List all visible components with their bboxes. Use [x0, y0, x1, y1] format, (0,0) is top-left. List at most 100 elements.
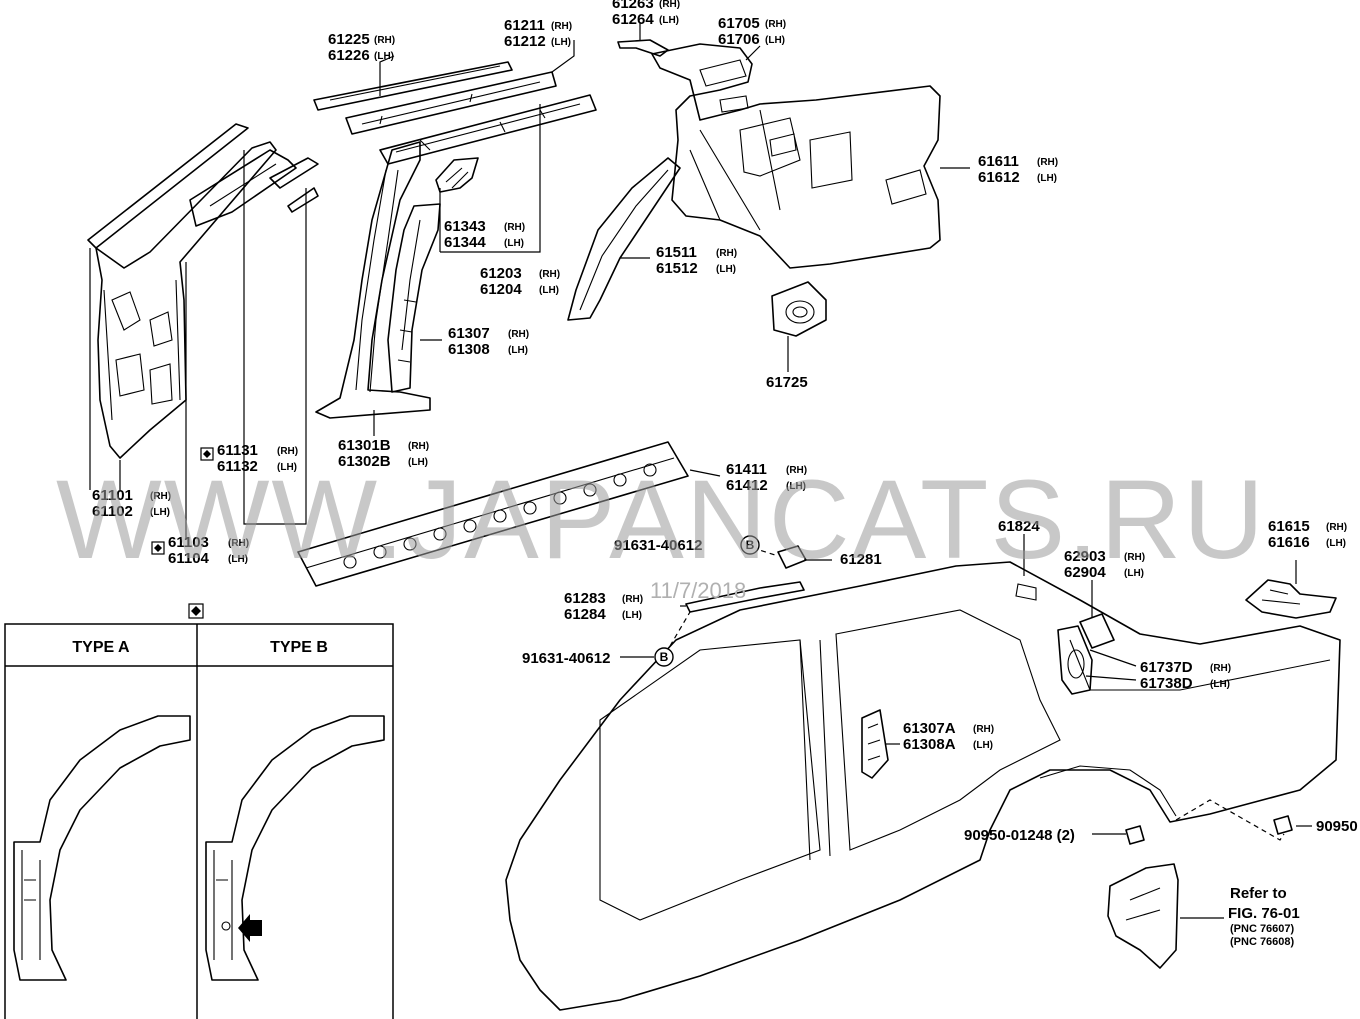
svg-text:(LH): (LH)	[408, 457, 428, 468]
svg-text:(LH): (LH)	[504, 238, 524, 249]
svg-text:(LH): (LH)	[508, 345, 528, 356]
diamond-markers	[151, 447, 214, 555]
label-61211[interactable]: 61211 (RH) 61212 (LH)	[504, 17, 572, 50]
svg-text:(RH): (RH)	[765, 19, 786, 30]
svg-text:61264: 61264	[612, 11, 654, 28]
circled-b-markers: B B	[654, 535, 760, 667]
rocker-61411-drawing	[297, 441, 689, 587]
svg-text:61263: 61263	[612, 0, 654, 12]
svg-text:62903: 62903	[1064, 548, 1106, 565]
svg-text:(LH): (LH)	[551, 37, 571, 48]
svg-text:61411: 61411	[726, 461, 767, 478]
svg-text:61301B: 61301B	[338, 437, 391, 454]
svg-text:61725: 61725	[766, 374, 808, 391]
fuel-lid-62903-drawing	[1079, 613, 1115, 649]
label-61103[interactable]: 61103 (RH) 61104 (LH)	[168, 534, 249, 567]
fuel-opening-61737d-drawing	[1057, 625, 1093, 695]
svg-text:(RH): (RH)	[973, 724, 994, 735]
label-bolt-91631-upper[interactable]: 91631-40612	[614, 537, 702, 554]
svg-text:90950: 90950	[1316, 818, 1358, 835]
label-61307a[interactable]: 61307A (RH) 61308A (LH)	[903, 720, 994, 753]
svg-text:(LH): (LH)	[228, 554, 248, 565]
label-61307[interactable]: 61307 (RH) 61308 (LH)	[448, 325, 529, 358]
label-61301b[interactable]: 61301B (RH) 61302B (LH)	[338, 437, 429, 470]
label-61225[interactable]: 61225 (RH) 61226 (LH)	[328, 31, 395, 64]
watermark-text: WWW.JAPANCATS.RU	[56, 457, 1266, 582]
svg-text:(LH): (LH)	[374, 51, 394, 62]
label-61705[interactable]: 61705 (RH) 61706 (LH)	[718, 15, 786, 48]
svg-text:61104: 61104	[168, 550, 210, 567]
label-bolt-91631-lower[interactable]: 91631-40612	[522, 650, 654, 667]
roof-rail-61211-drawing	[345, 71, 557, 135]
svg-text:61615: 61615	[1268, 518, 1310, 535]
svg-text:61308: 61308	[448, 341, 490, 358]
roof-side-inner-61203-drawing	[379, 94, 597, 165]
svg-text:(LH): (LH)	[277, 462, 297, 473]
svg-text:61616: 61616	[1268, 534, 1310, 551]
svg-text:(RH): (RH)	[508, 329, 529, 340]
label-61101[interactable]: 61101 (RH) 61102 (LH)	[92, 487, 171, 520]
svg-text:61737D: 61737D	[1140, 659, 1193, 676]
roof-rail-61225-drawing	[313, 61, 513, 111]
label-61131[interactable]: 61131 (RH) 61132 (LH)	[217, 442, 298, 475]
svg-text:61824: 61824	[998, 518, 1040, 535]
label-61615[interactable]: 61615 (RH) 61616 (LH)	[1268, 518, 1347, 551]
svg-text:(RH): (RH)	[1124, 552, 1145, 563]
label-61203[interactable]: 61203 (RH) 61204 (LH)	[480, 265, 560, 298]
svg-text:(LH): (LH)	[1326, 538, 1346, 549]
label-clip-90950[interactable]: 90950	[1316, 818, 1358, 835]
svg-text:61511: 61511	[656, 244, 697, 261]
label-61725[interactable]: 61725	[766, 374, 808, 391]
svg-text:(PNC 76608): (PNC 76608)	[1230, 936, 1295, 948]
pillar-reinforcement-61131-drawing	[189, 149, 297, 227]
label-61737d[interactable]: 61737D (RH) 61738D (LH)	[1140, 659, 1231, 692]
clip-90950-01248-drawing	[1125, 825, 1145, 845]
label-61263[interactable]: 61263 (RH) 61264 (LH)	[612, 0, 680, 28]
svg-text:FIG. 76-01: FIG. 76-01	[1228, 905, 1300, 922]
bracket-61343-drawing	[435, 157, 479, 193]
label-clip-90950-01248[interactable]: 90950-01248 (2)	[964, 827, 1075, 844]
fuel-filler-61725-drawing	[771, 281, 827, 337]
svg-text:(RH): (RH)	[150, 491, 171, 502]
label-61283[interactable]: 61283 (RH) 61284 (LH)	[564, 590, 643, 623]
svg-text:61281: 61281	[840, 551, 882, 568]
svg-text:61706: 61706	[718, 31, 760, 48]
svg-text:61131: 61131	[217, 442, 258, 459]
svg-text:(RH): (RH)	[1037, 157, 1058, 168]
svg-text:61212: 61212	[504, 33, 546, 50]
svg-text:61611: 61611	[978, 153, 1019, 170]
svg-text:(RH): (RH)	[622, 594, 643, 605]
pillar-part-61103-drawing	[269, 157, 319, 213]
part-labels: 61225 (RH) 61226 (LH) 61211 (RH) 61212 (…	[92, 0, 1358, 844]
svg-text:(LH): (LH)	[150, 507, 170, 518]
svg-text:(RH): (RH)	[228, 538, 249, 549]
body-side-outer-drawing	[505, 561, 1341, 1011]
svg-text:61283: 61283	[564, 590, 606, 607]
svg-text:61705: 61705	[718, 15, 760, 32]
label-62903[interactable]: 62903 (RH) 62904 (LH)	[1064, 548, 1145, 581]
svg-text:61102: 61102	[92, 503, 133, 520]
svg-text:(LH): (LH)	[1037, 173, 1057, 184]
svg-text:61101: 61101	[92, 487, 133, 504]
label-61343[interactable]: 61343 (RH) 61344 (LH)	[444, 218, 525, 251]
svg-text:(LH): (LH)	[786, 481, 806, 492]
svg-text:62904: 62904	[1064, 564, 1106, 581]
label-61411[interactable]: 61411 (RH) 61412 (LH)	[726, 461, 807, 494]
svg-text:61512: 61512	[656, 260, 698, 277]
svg-text:61226: 61226	[328, 47, 370, 64]
svg-text:(RH): (RH)	[1210, 663, 1231, 674]
svg-text:91631-40612: 91631-40612	[614, 537, 702, 554]
label-61611[interactable]: 61611 (RH) 61612 (LH)	[978, 153, 1058, 186]
leader-lines	[89, 22, 1312, 919]
label-61511[interactable]: 61511 (RH) 61512 (LH)	[656, 244, 737, 277]
svg-text:(RH): (RH)	[1326, 522, 1347, 533]
label-61824[interactable]: 61824	[998, 518, 1040, 535]
label-61281[interactable]: 61281	[840, 551, 882, 568]
svg-text:(LH): (LH)	[659, 15, 679, 26]
svg-text:Refer to: Refer to	[1230, 885, 1287, 902]
svg-text:(LH): (LH)	[539, 285, 559, 296]
svg-text:61284: 61284	[564, 606, 606, 623]
svg-text:(RH): (RH)	[504, 222, 525, 233]
circle-b-label-2: B	[660, 650, 669, 664]
